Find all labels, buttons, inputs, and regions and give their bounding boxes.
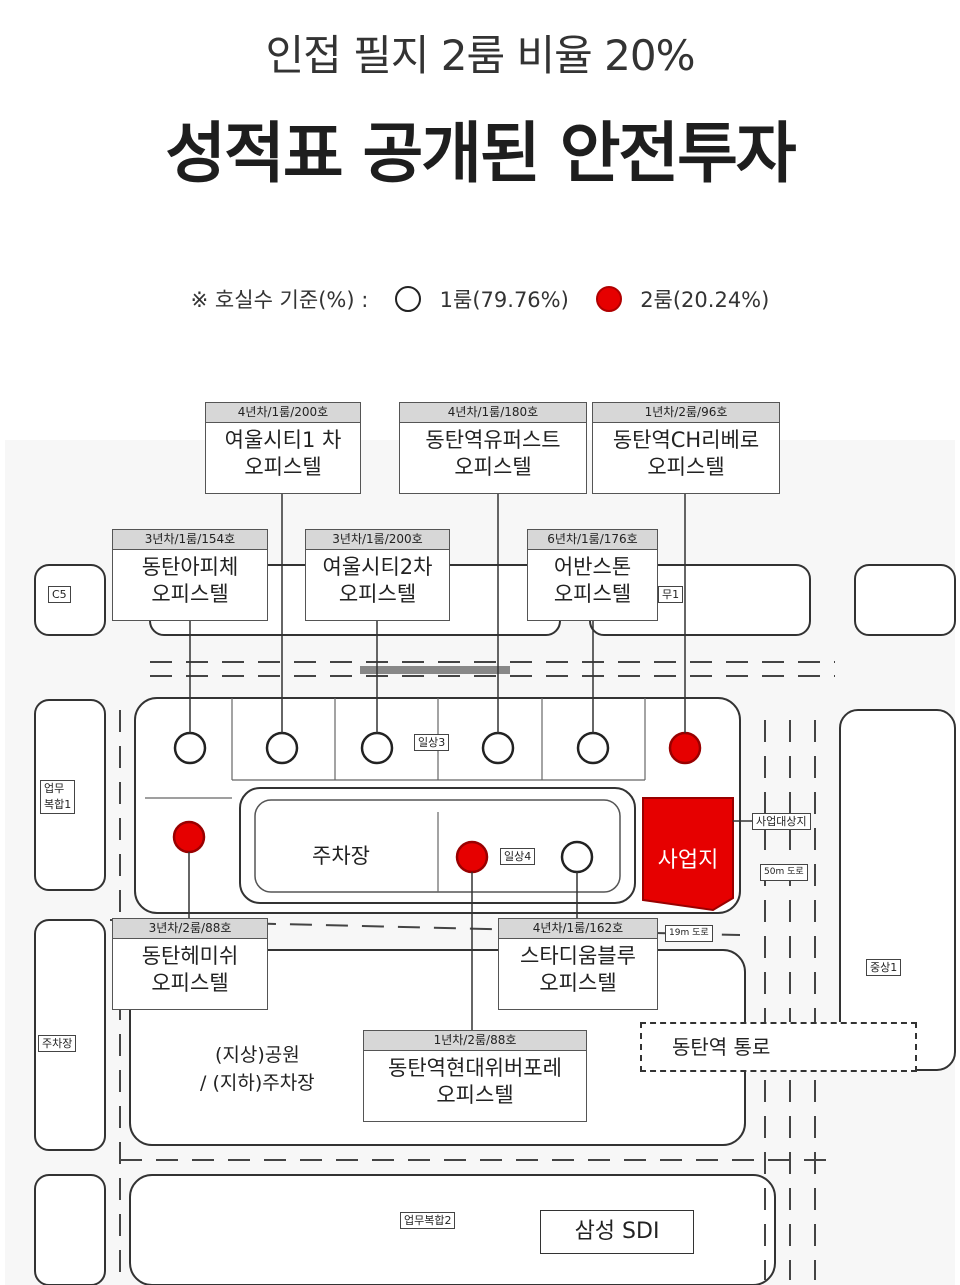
building-info: 3년차/1룸/154호	[113, 530, 267, 550]
building-type: 오피스텔	[553, 582, 632, 606]
building-label: 6년차/1룸/176호 어반스톤 오피스텔	[527, 529, 658, 621]
building-name: 동탄역유퍼스트	[425, 428, 561, 452]
building-label: 1년차/2룸/96호 동탄역CH리베로 오피스텔	[592, 402, 780, 494]
site-map	[5, 440, 956, 1285]
building-name: 동탄헤미쉬	[141, 944, 239, 968]
business-site-area	[642, 797, 734, 912]
building-type: 오피스텔	[244, 455, 322, 479]
building-type: 오피스텔	[338, 582, 417, 606]
block-upmu-bokhap2	[129, 1174, 776, 1285]
label-samsung-sdi: 삼성 SDI	[540, 1210, 694, 1254]
label-jungsang1: 중상1	[866, 959, 902, 976]
building-name: 어반스톤	[553, 555, 632, 579]
legend: ※ 호실수 기준(%) : 1룸(79.76%) 2룸(20.24%)	[0, 284, 960, 314]
building-type: 오피스텔	[647, 455, 725, 479]
dot-stadium	[560, 840, 594, 874]
dot-hemish	[172, 820, 206, 854]
building-type: 오피스텔	[436, 1083, 514, 1107]
building-name: 여울시티2차	[322, 555, 433, 579]
label-site-target: 사업대상지	[752, 813, 811, 830]
building-info: 1년차/2룸/88호	[364, 1031, 586, 1051]
building-info: 4년차/1룸/200호	[206, 403, 360, 423]
page-subtitle: 인접 필지 2룸 비율 20%	[265, 31, 696, 80]
building-type: 오피스텔	[151, 971, 229, 995]
label-mu1: 무1	[658, 586, 684, 603]
label-il4: 일상4	[500, 848, 536, 865]
building-type: 오피스텔	[151, 582, 229, 606]
page-title: 성적표 공개된 안전투자	[165, 115, 796, 192]
building-label: 4년차/1룸/162호 스타디움블루 오피스텔	[498, 918, 658, 1010]
building-info: 1년차/2룸/96호	[593, 403, 779, 423]
label-road-50m: 50m 도로	[760, 864, 808, 881]
legend-two-room-label: 2룸(20.24%)	[640, 288, 770, 312]
legend-prefix: ※ 호실수 기준(%) :	[190, 288, 369, 312]
building-type: 오피스텔	[454, 455, 532, 479]
label-underground-parking: / (지하)주차장	[200, 1072, 315, 1094]
block-northeast	[854, 564, 956, 636]
dot-yeoul1	[173, 731, 207, 765]
building-name: 동탄역현대위버포레	[388, 1056, 562, 1080]
label-parking-left: 주차장	[38, 1035, 77, 1052]
label-road-19m: 19m 도로	[665, 925, 713, 942]
building-name: 여울시티1 차	[224, 428, 342, 452]
label-business-site: 사업지	[657, 848, 719, 873]
legend-one-room-label: 1룸(79.76%)	[439, 288, 569, 312]
label-c5: C5	[48, 586, 71, 603]
dot-weverfore	[455, 840, 489, 874]
dot-upfirst	[481, 731, 515, 765]
label-il3: 일상3	[414, 734, 450, 751]
building-info: 4년차/1룸/162호	[499, 919, 657, 939]
block-jungsang1	[839, 709, 956, 1071]
building-label: 3년차/2룸/88호 동탄헤미쉬 오피스텔	[112, 918, 268, 1010]
dot-urbanstone	[576, 731, 610, 765]
building-info: 3년차/2룸/88호	[113, 919, 267, 939]
building-name: 스타디움블루	[520, 944, 636, 968]
building-info: 4년차/1룸/180호	[400, 403, 586, 423]
building-type: 오피스텔	[539, 971, 617, 995]
legend-one-room-dot	[394, 286, 421, 312]
hatched-strip	[360, 666, 510, 674]
building-name: 동탄아피체	[141, 555, 239, 579]
dot-chlibero	[668, 731, 702, 765]
dot-yeoul2	[360, 731, 394, 765]
station-passage: 동탄역 통로	[640, 1022, 917, 1072]
building-label: 3년차/1룸/154호 동탄아피체 오피스텔	[112, 529, 268, 621]
building-info: 3년차/1룸/200호	[306, 530, 449, 550]
legend-two-room-dot	[595, 286, 622, 312]
building-name: 동탄역CH리베로	[612, 428, 760, 452]
building-label: 3년차/1룸/200호 여울시티2차 오피스텔	[305, 529, 450, 621]
building-label: 4년차/1룸/180호 동탄역유퍼스트 오피스텔	[399, 402, 587, 494]
building-label: 4년차/1룸/200호 여울시티1 차 오피스텔	[205, 402, 361, 494]
building-label: 1년차/2룸/88호 동탄역현대위버포레 오피스텔	[363, 1030, 587, 1122]
label-upmu-bokhap2: 업무복합2	[400, 1212, 456, 1229]
building-info: 6년차/1룸/176호	[528, 530, 657, 550]
label-upmu-bokhap1: 업무 복합1	[40, 780, 76, 814]
block-southwest	[34, 1174, 106, 1285]
dot-apiche	[265, 731, 299, 765]
label-park: (지상)공원	[215, 1044, 300, 1066]
label-parking-lot: 주차장	[312, 844, 370, 868]
